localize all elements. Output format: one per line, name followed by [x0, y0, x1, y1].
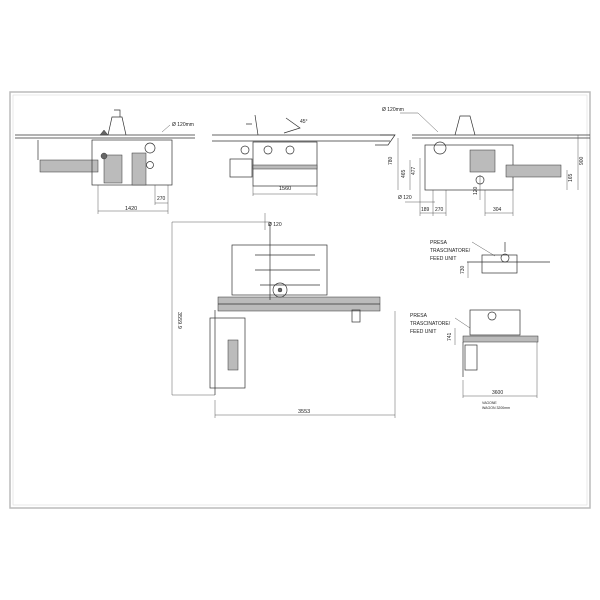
plan-width-dim: 3553	[298, 409, 310, 415]
rear-dim-270: 270	[435, 207, 444, 213]
wagon-label-1: VAGONE	[482, 401, 497, 405]
drawing-frame	[9, 91, 591, 509]
feed-unit-plan-view: PRESA TRASCINATORE/ FEED UNIT 741 3600 V…	[410, 309, 539, 410]
rear-dim-465: 465	[401, 169, 407, 178]
feed-top-label-1: PRESA	[430, 240, 448, 246]
plan-top-dim: Ø 120	[268, 222, 282, 228]
plan-view: Ø 120 3559.9 3553	[171, 213, 396, 418]
front-view: Ø 120mm 1420 270	[15, 109, 195, 214]
feed-plan-label-1: PRESA	[410, 313, 428, 319]
rear-dim-165: 165	[568, 173, 574, 182]
feed-plan-label-3: FEED UNIT	[410, 329, 436, 335]
side-length-dim: 1560	[279, 186, 291, 192]
rear-dim-120h: Ø 120	[398, 195, 412, 201]
front-offset-dim: 270	[157, 196, 166, 202]
rear-dim-189: 189	[421, 207, 430, 213]
feed-top-label-3: FEED UNIT	[430, 256, 456, 262]
side-view: 45° 1560	[212, 114, 396, 196]
drawing-inner-frame	[12, 94, 588, 506]
feed-plan-width-dim: 3600	[492, 390, 503, 396]
feed-unit-top-view: PRESA TRASCINATORE/ FEED UNIT 730	[430, 240, 550, 278]
feed-top-dim: 730	[460, 265, 466, 274]
rear-dim-900: 900	[579, 156, 585, 165]
front-blade-label: Ø 120mm	[172, 122, 194, 128]
wagon-label-2: WAGON 3200mm	[482, 406, 510, 410]
rear-dim-477: 477	[411, 166, 417, 175]
rear-view: Ø 120mm 780 465 477 120 Ø 120 189 270 30…	[382, 107, 590, 216]
feed-top-label-2: TRASCINATORE/	[430, 248, 471, 254]
rear-blade-label: Ø 120mm	[382, 107, 404, 113]
front-width-dim: 1420	[125, 206, 137, 212]
side-angle-label: 45°	[300, 119, 308, 125]
rear-dim-780: 780	[388, 156, 394, 165]
plan-depth-dim: 3559.9	[176, 312, 182, 329]
rear-dim-304: 304	[493, 207, 502, 213]
feed-plan-label-2: TRASCINATORE/	[410, 321, 451, 327]
feed-plan-dim: 741	[447, 332, 453, 341]
rear-dim-120v: 120	[473, 186, 479, 195]
